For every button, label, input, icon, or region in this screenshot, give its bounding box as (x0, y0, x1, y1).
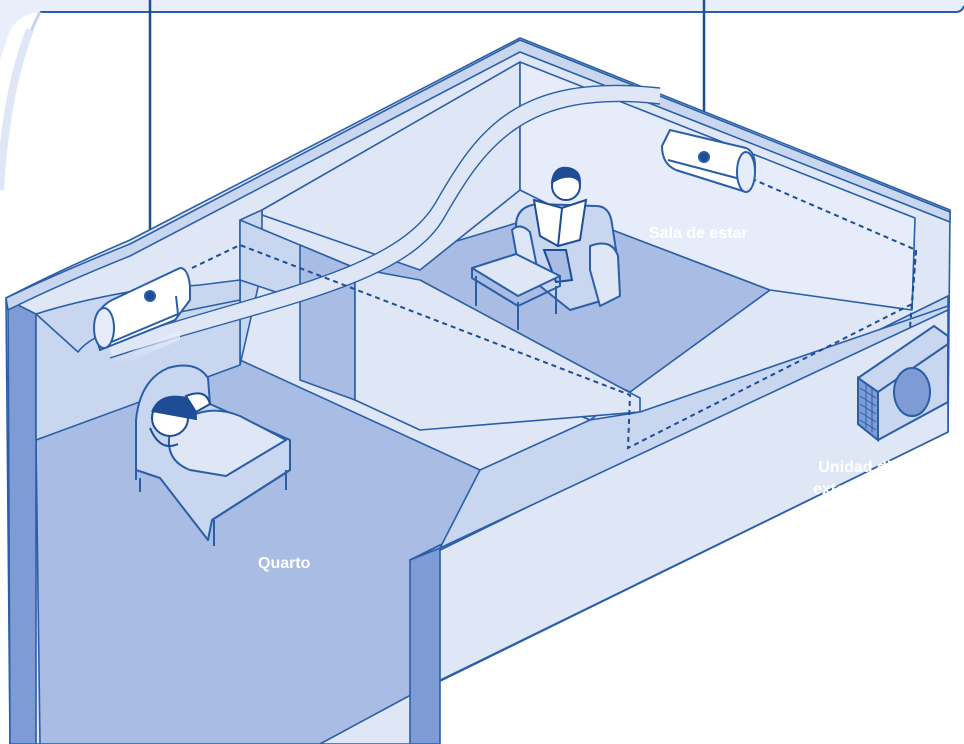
label-bedroom: Quarto (258, 554, 310, 574)
label-living-room: Sala de estar (649, 224, 748, 244)
label-outdoor-unit-line2: exterior múltiple (813, 479, 937, 501)
label-outdoor-unit: Unidad dividida exterior múltiple (813, 457, 937, 501)
left-wall-face (8, 300, 36, 744)
label-outdoor-unit-line1: Unidad dividida (813, 457, 937, 479)
